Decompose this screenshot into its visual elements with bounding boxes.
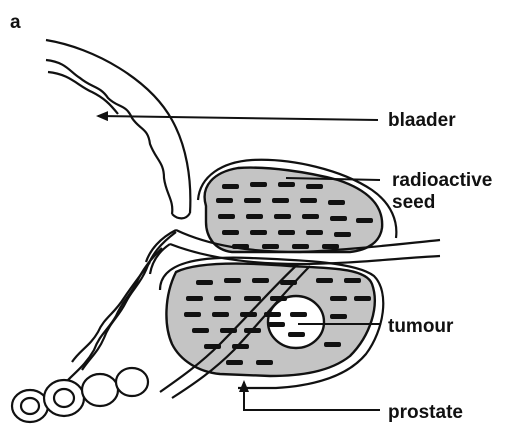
seed-dash — [268, 322, 285, 327]
seed-dash — [250, 230, 267, 235]
seed-dash — [300, 198, 317, 203]
seed-dash — [218, 214, 235, 219]
seed-dash — [274, 214, 291, 219]
seed-dash — [330, 296, 347, 301]
seed-dash — [246, 214, 263, 219]
seed-dash — [222, 230, 239, 235]
seed-dash — [270, 296, 287, 301]
seed-dash — [306, 184, 323, 189]
seed-dash — [222, 184, 239, 189]
seed-dash — [226, 360, 243, 365]
seed-dash — [344, 278, 361, 283]
seed-dash — [354, 296, 371, 301]
seed-dash — [184, 312, 201, 317]
seed-dash — [244, 296, 261, 301]
seed-dash — [264, 312, 281, 317]
seed-dash — [278, 182, 295, 187]
seed-dash — [224, 278, 241, 283]
seed-dash — [232, 344, 249, 349]
seed-dash — [240, 312, 257, 317]
seed-dash — [330, 314, 347, 319]
seed-dash — [256, 360, 273, 365]
tumour-label: tumour — [388, 316, 454, 337]
seed-dash — [334, 232, 351, 237]
seed-dash — [272, 198, 289, 203]
seed-dash — [316, 278, 333, 283]
seed-dash — [196, 280, 213, 285]
bladder-wall — [46, 40, 190, 218]
urethral-bulb — [12, 368, 148, 422]
seed-dash — [262, 244, 279, 249]
seed-dash — [322, 244, 339, 249]
seed-dash — [290, 312, 307, 317]
radioactive-seed-label-line2: seed — [392, 192, 435, 213]
seed-dash — [280, 280, 297, 285]
seed-dash — [216, 198, 233, 203]
prostate-label: prostate — [388, 402, 463, 423]
seed-dash — [186, 296, 203, 301]
seed-dash — [330, 216, 347, 221]
seed-dash — [288, 332, 305, 337]
radioactive-seed-label-line1: radioactive — [392, 170, 492, 191]
seed-dash — [278, 230, 295, 235]
seed-dash — [252, 278, 269, 283]
seed-dash — [292, 244, 309, 249]
seed-dash — [214, 296, 231, 301]
seed-dash — [244, 198, 261, 203]
upper-gland-lobe — [198, 160, 396, 252]
seed-dash — [356, 218, 373, 223]
seed-dash — [232, 244, 249, 249]
seed-dash — [306, 230, 323, 235]
seed-dash — [328, 200, 345, 205]
seed-dash — [244, 328, 261, 333]
bladder-label: blaader — [388, 110, 456, 131]
bladder-pointer-arrow — [98, 116, 378, 120]
seed-dash — [192, 328, 209, 333]
seed-dash — [324, 342, 341, 347]
seed-dash — [302, 214, 319, 219]
prostate-pointer-arrow — [244, 382, 380, 410]
seed-dash — [220, 328, 237, 333]
seed-dash — [204, 344, 221, 349]
seed-dash — [212, 312, 229, 317]
panel-letter: a — [10, 12, 21, 33]
seed-dash — [250, 182, 267, 187]
